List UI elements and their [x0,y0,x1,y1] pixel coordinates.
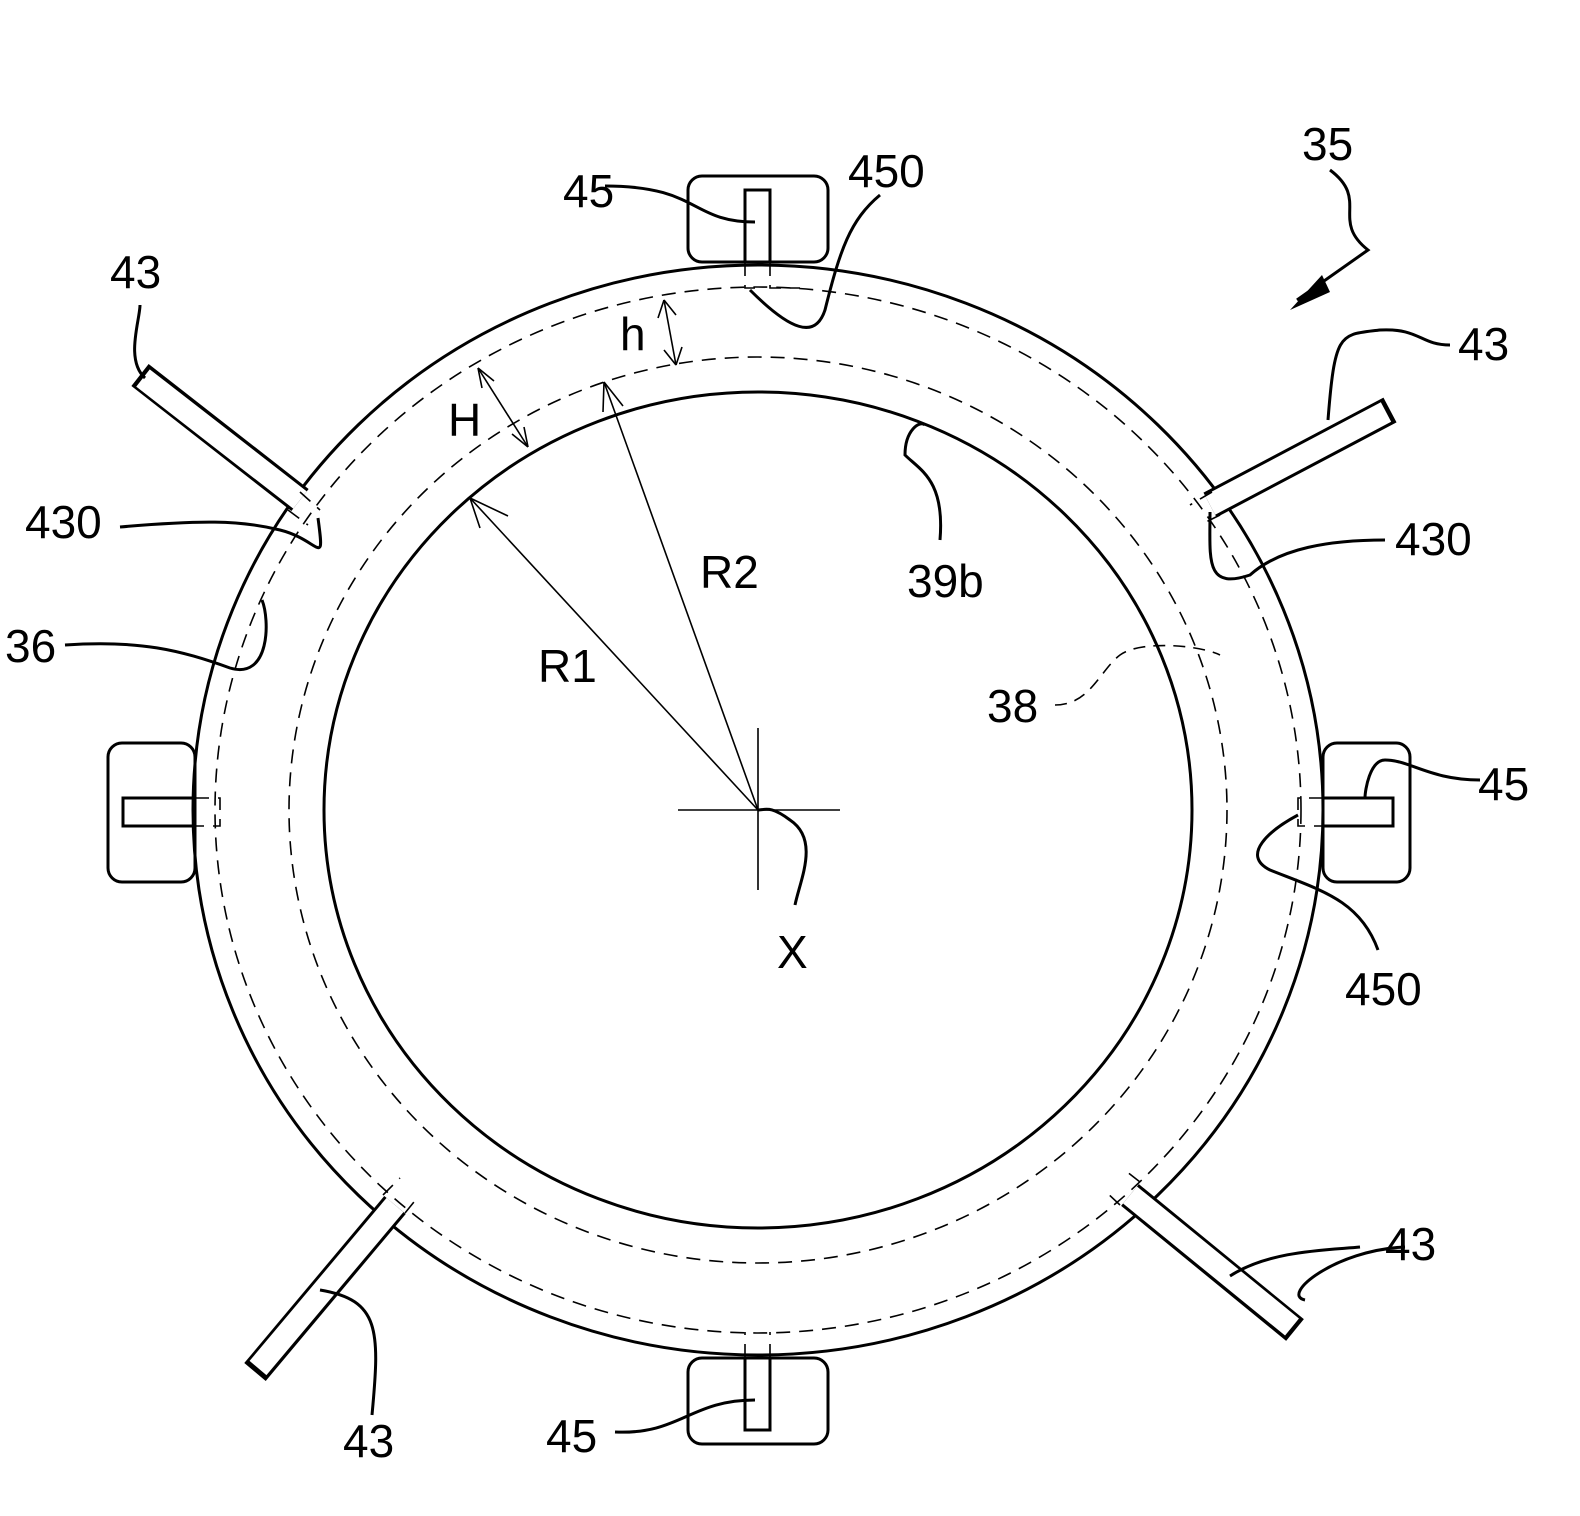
label-X: X [777,926,808,978]
label-450-top: 450 [848,145,925,197]
groove-dashed-line [288,356,1228,1264]
leader-lines [64,168,1481,1434]
dimensions [469,299,840,890]
rod-upper-left [131,363,321,526]
tab-right [1297,741,1412,884]
label-R2: R2 [700,546,759,598]
label-43-ll: 43 [343,1415,394,1467]
label-43-lr: 43 [1385,1218,1436,1270]
label-45-bottom: 45 [546,1410,597,1462]
label-450-right: 450 [1345,963,1422,1015]
label-h: h [620,308,646,360]
rod-upper-right [1189,397,1397,526]
label-H: H [448,394,481,446]
tab-bottom [686,1332,830,1446]
label-38: 38 [987,680,1038,732]
label-43-ur: 43 [1458,318,1509,370]
label-45-right: 45 [1478,758,1529,810]
label-43-ul: 43 [110,246,161,298]
label-35: 35 [1302,118,1353,170]
radius-r2-line [603,381,759,811]
rods [131,363,1397,1381]
tab-left [106,741,221,884]
dim-h [663,299,677,366]
tabs [106,174,1412,1446]
reference-labels: 35 45 450 43 43 h H 430 430 R2 39b 36 R1… [5,118,1529,1467]
rod-lower-right [1103,1167,1304,1341]
label-45-top: 45 [563,165,614,217]
dim-H [477,367,529,448]
label-39b: 39b [907,555,984,607]
label-R1: R1 [538,640,597,692]
rod-lower-left [244,1177,419,1381]
outer-dashed-line [214,286,1302,1334]
radius-r1-line [469,497,759,811]
tab-top [686,174,830,289]
inner-ring-edge [322,390,1194,1230]
label-430-right: 430 [1395,513,1472,565]
label-36: 36 [5,620,56,672]
label-430-left: 430 [25,496,102,548]
